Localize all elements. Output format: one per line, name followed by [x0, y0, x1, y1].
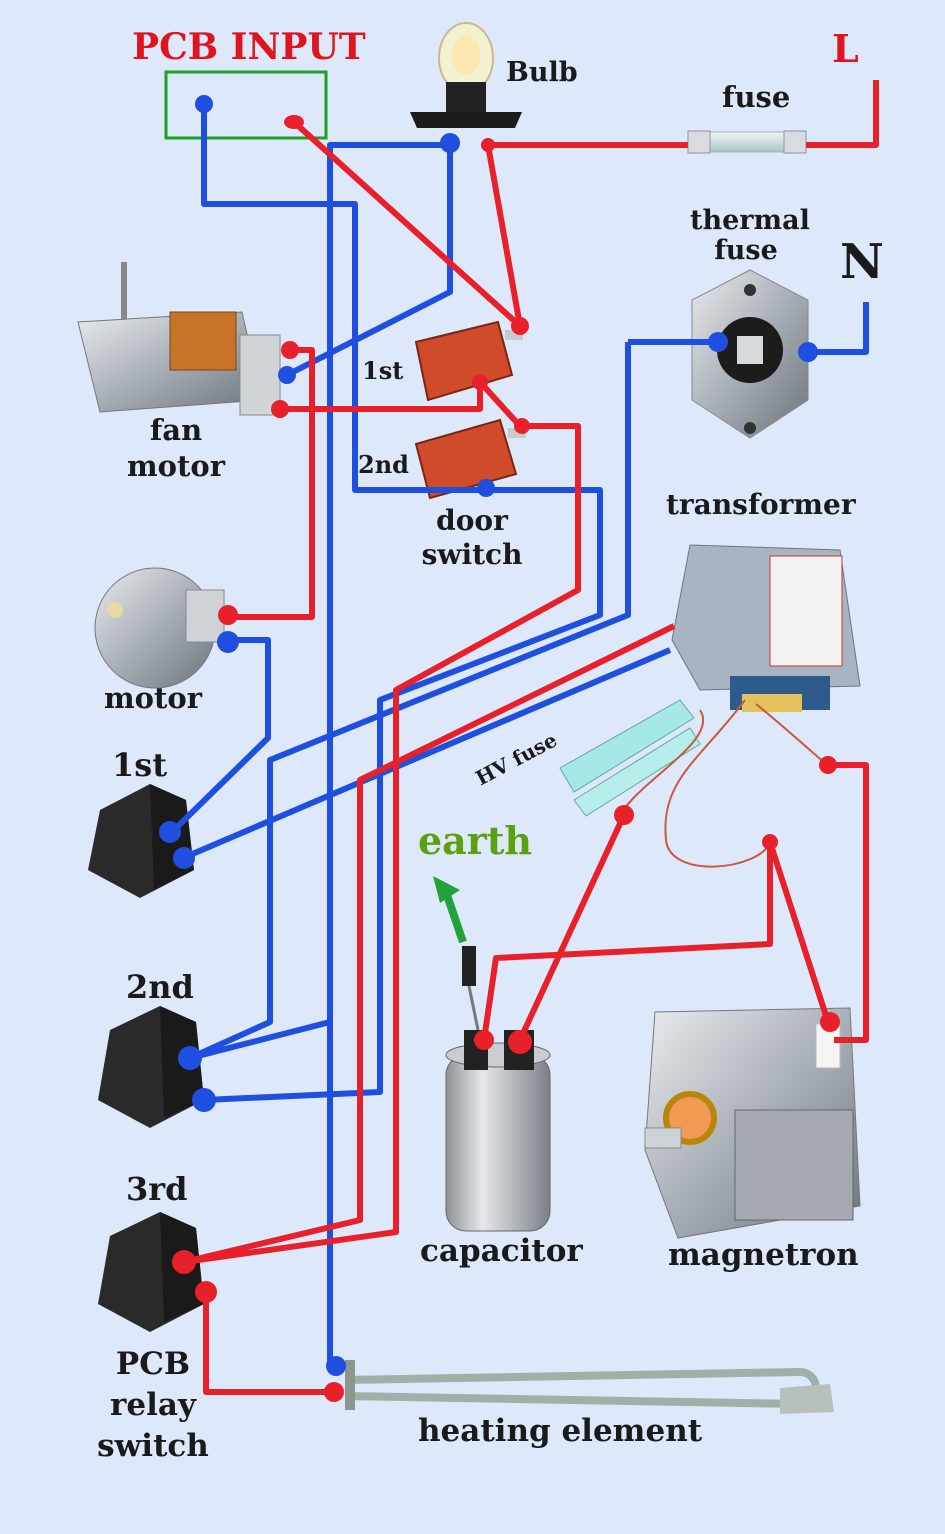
heating-element	[345, 1360, 834, 1414]
pcb-relay-label-line2: relay	[110, 1386, 196, 1423]
thermal-fuse-label: thermal fuse	[690, 205, 810, 266]
fuse	[687, 130, 807, 154]
bulb	[410, 22, 522, 128]
door-switch-label-line1: door	[436, 504, 508, 537]
thermal-fuse-label-line1: thermal	[690, 205, 810, 236]
live-wires	[183, 80, 879, 1395]
magnetron-label: magnetron	[668, 1237, 859, 1273]
earth-arrow	[433, 876, 467, 944]
motor-label: motor	[104, 681, 203, 715]
pcb-input-label: PCB INPUT	[132, 26, 366, 68]
transformer	[671, 544, 861, 712]
door-switch-1st	[414, 320, 523, 402]
door-switch-2nd-label: 2nd	[358, 450, 409, 479]
pcb-relay-label-line3: switch	[97, 1427, 209, 1464]
fan-motor-label-line2: motor	[126, 449, 226, 484]
bulb-label: Bulb	[506, 57, 578, 88]
hv-diode	[462, 946, 480, 1031]
magnetron	[644, 1007, 861, 1239]
door-switch-1st-label: 1st	[362, 356, 404, 385]
door-switch-2nd	[414, 418, 526, 500]
relay-1st-label: 1st	[112, 746, 168, 784]
fan-motor	[77, 262, 281, 416]
pcb-input-box	[164, 70, 328, 140]
turntable-motor	[94, 567, 225, 689]
neutral-label: N	[840, 234, 884, 290]
door-switch-label: door switch	[418, 504, 526, 571]
thermal-fuse	[691, 269, 809, 439]
neutral-wires	[169, 104, 869, 1366]
terminal-dots	[159, 95, 840, 1402]
door-switch-label-line2: switch	[421, 537, 523, 571]
relay-1st	[88, 784, 194, 898]
capacitor-label: capacitor	[420, 1233, 583, 1269]
line-label: L	[832, 26, 859, 71]
hv-fuse-holder	[559, 699, 701, 817]
fan-motor-label-line1: fan	[149, 413, 203, 447]
pcb-relay-label-line1: PCB	[115, 1346, 191, 1382]
pcb-relay-switch-label: PCB relay switch	[90, 1344, 216, 1467]
heating-element-label: heating element	[418, 1413, 703, 1449]
fuse-label: fuse	[722, 80, 791, 114]
relay-3rd-label: 3rd	[126, 1170, 188, 1208]
thermal-fuse-label-line2: fuse	[714, 234, 778, 266]
relay-2nd-label: 2nd	[126, 968, 194, 1006]
earth-label: earth	[418, 818, 532, 863]
capacitor	[445, 1030, 551, 1232]
fan-motor-label: fan motor	[126, 412, 226, 485]
transformer-label: transformer	[666, 488, 856, 521]
